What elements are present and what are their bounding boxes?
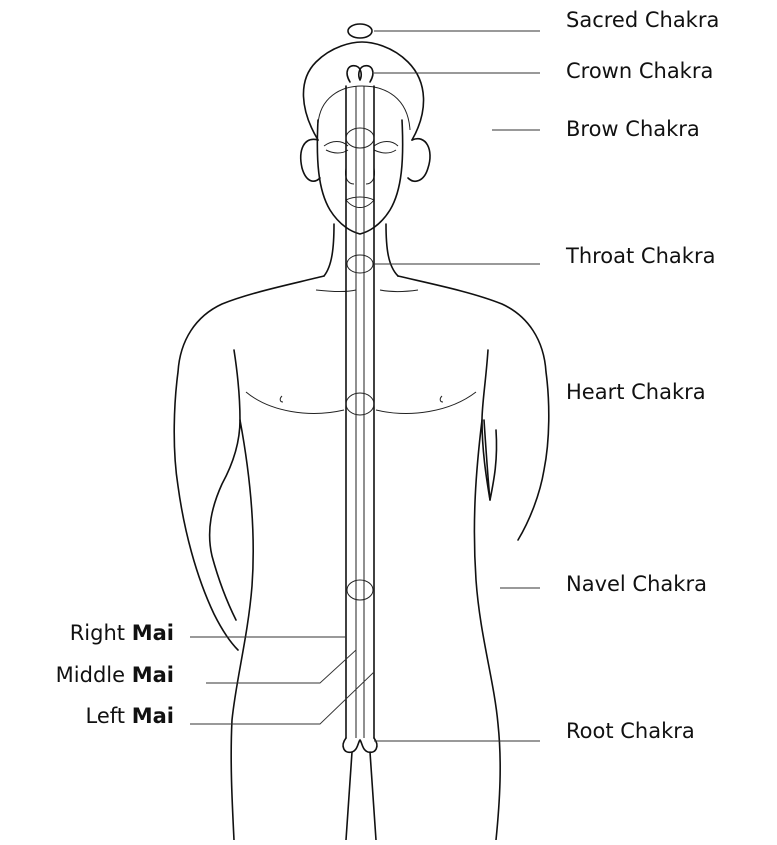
- right-hand: [484, 420, 497, 500]
- chakra-labels: Sacred Chakra Crown Chakra Brow Chakra T…: [565, 8, 719, 743]
- brow-chakra-label: Brow Chakra: [566, 117, 700, 141]
- neck-left: [324, 224, 334, 276]
- navel-chakra-ring: [347, 580, 373, 600]
- root-knot: [343, 738, 377, 752]
- left-mai-label: Left Mai: [86, 704, 174, 728]
- right-arm-outer: [398, 276, 549, 540]
- middle-mai-prefix: Middle: [56, 663, 125, 687]
- right-mai-label: Right Mai: [70, 621, 174, 645]
- heart-chakra-label: Heart Chakra: [566, 380, 706, 404]
- heart-chakra-ring: [346, 393, 374, 415]
- nipple-right: [440, 396, 443, 402]
- chest-right: [376, 392, 476, 413]
- left-arm-outer: [174, 276, 324, 650]
- nose: [345, 168, 374, 184]
- brow-chakra-ring: [346, 128, 374, 148]
- leader-lines-right: [374, 31, 540, 741]
- sacred-chakra-label: Sacred Chakra: [566, 8, 719, 32]
- throat-chakra-ring: [347, 255, 373, 273]
- sacred-chakra-marker: [348, 24, 372, 38]
- left-mai-suffix: Mai: [132, 704, 174, 728]
- right-ear: [408, 139, 430, 181]
- middle-mai-suffix: Mai: [132, 663, 174, 687]
- middle-mai-label: Middle Mai: [56, 663, 174, 687]
- leg-left: [346, 752, 352, 840]
- mai-labels: Right Mai Middle Mai Left Mai: [56, 621, 174, 728]
- mai-channels: [343, 66, 377, 753]
- left-eye: [324, 142, 348, 154]
- right-mai-suffix: Mai: [132, 621, 174, 645]
- navel-chakra-label: Navel Chakra: [566, 572, 707, 596]
- leg-right: [370, 752, 376, 840]
- neck-right: [386, 224, 398, 276]
- mouth: [346, 197, 374, 208]
- chest-left: [246, 392, 344, 413]
- left-mai-prefix: Left: [86, 704, 126, 728]
- crown-chakra-label: Crown Chakra: [566, 59, 713, 83]
- root-chakra-label: Root Chakra: [566, 719, 695, 743]
- throat-chakra-label: Throat Chakra: [565, 244, 715, 268]
- collarbone-left: [316, 290, 356, 292]
- nipple-left: [280, 396, 283, 402]
- face-outline: [317, 120, 402, 234]
- leader-middle-mai: [206, 650, 356, 683]
- collarbone-right: [380, 290, 418, 292]
- right-mai-prefix: Right: [70, 621, 125, 645]
- crown-knot: [347, 66, 373, 82]
- left-arm-inner: [210, 350, 240, 620]
- right-eye: [374, 142, 398, 154]
- left-torso: [231, 420, 253, 840]
- human-figure: [174, 42, 549, 840]
